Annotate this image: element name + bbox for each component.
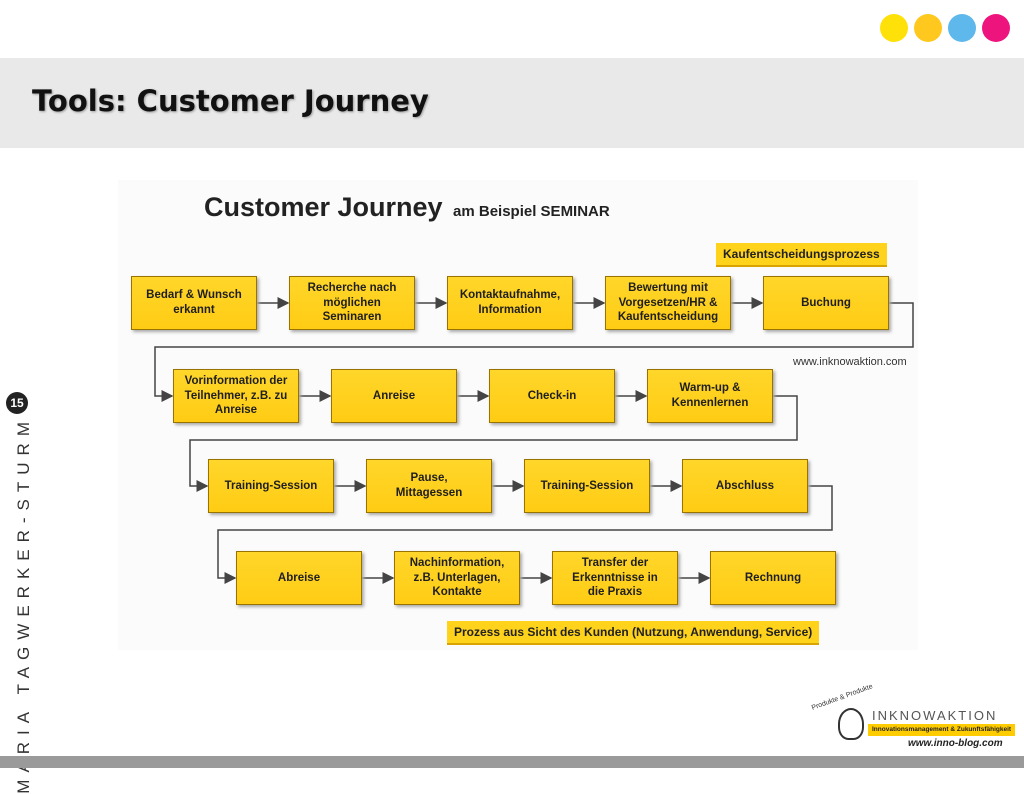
accent-dot	[948, 14, 976, 42]
journey-step: Rechnung	[710, 551, 836, 605]
accent-dot	[880, 14, 908, 42]
row-connector-arrow	[189, 395, 798, 492]
page-indicator: 15	[4, 392, 30, 414]
accent-dots	[880, 14, 1010, 42]
journey-step: Training-Session	[208, 459, 334, 513]
slide-title: Tools: Customer Journey	[32, 84, 429, 118]
journey-step: Pause, Mittagessen	[366, 459, 492, 513]
journey-step: Anreise	[331, 369, 457, 423]
footer-bar	[0, 756, 1024, 768]
logo-name: INKNOWAKTION	[872, 708, 998, 723]
page-number-badge: 15	[6, 392, 28, 414]
flow-connectors	[154, 297, 914, 584]
diagram-url: www.inknowaktion.com	[793, 356, 907, 368]
diagram-title-sub: am Beispiel SEMINAR	[453, 203, 610, 220]
logo-tagline: Innovationsmanagement & Zukunftsfähigkei…	[868, 724, 1016, 736]
accent-dot	[914, 14, 942, 42]
journey-step: Recherche nach möglichen Seminaren	[289, 276, 415, 330]
journey-step: Bewertung mit Vorgesetzen/HR & Kaufentsc…	[605, 276, 731, 330]
diagram-title: Customer Journey am Beispiel SEMINAR	[204, 192, 610, 223]
journey-step: Abschluss	[682, 459, 808, 513]
journey-step: Abreise	[236, 551, 362, 605]
customer-process-tag: Prozess aus Sicht des Kunden (Nutzung, A…	[447, 621, 820, 645]
purchase-process-tag: Kaufentscheidungsprozess	[716, 243, 887, 267]
journey-step: Kontaktaufnahme, Information	[447, 276, 573, 330]
journey-step: Transfer der Erkenntnisse in die Praxis	[552, 551, 678, 605]
logo-url: www.inno-blog.com	[908, 738, 1003, 749]
journey-step: Bedarf & Wunsch erkannt	[131, 276, 257, 330]
journey-step: Vorinformation der Teilnehmer, z.B. zu A…	[173, 369, 299, 423]
journey-step: Check-in	[489, 369, 615, 423]
journey-step: Buchung	[763, 276, 889, 330]
journey-step: Nachinformation, z.B. Unterlagen, Kontak…	[394, 551, 520, 605]
accent-dot	[982, 14, 1010, 42]
lightbulb-icon	[838, 708, 864, 740]
journey-step: Warm-up & Kennenlernen	[647, 369, 773, 423]
row-connector-arrow	[217, 485, 833, 584]
diagram-title-main: Customer Journey	[204, 192, 443, 222]
journey-step: Training-Session	[524, 459, 650, 513]
row-connector-arrow	[154, 302, 914, 402]
inknowaktion-logo: Produkte & Produkte INKNOWAKTION Innovat…	[808, 683, 1016, 754]
title-band	[0, 58, 1024, 148]
